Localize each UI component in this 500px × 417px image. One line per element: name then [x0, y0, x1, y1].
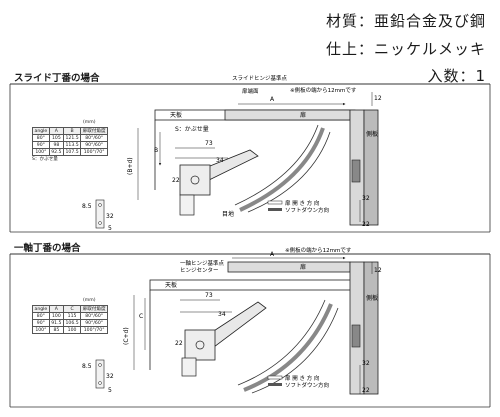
- legend-softdown-1: ソフトダウン方向: [285, 206, 329, 214]
- table1-cell: 92.5: [48, 148, 64, 156]
- hinge-base-2: [184, 329, 216, 361]
- top-board-label-1: 天板: [170, 111, 182, 119]
- swing-arc-2: [237, 299, 326, 386]
- table1: angle A B 扉取付角度 80° 105 121.5 80°/60° 90…: [32, 127, 109, 156]
- door-end-label-1: 扉端面: [242, 87, 259, 95]
- dim-73-label-2: 73: [205, 292, 213, 299]
- dim-22-label-1: 22: [172, 177, 180, 184]
- dim-cd-label-2: (C+d): [123, 327, 130, 345]
- legend-softdown-2: ソフトダウン方向: [285, 381, 329, 389]
- door-panel-2: [227, 261, 351, 273]
- table2-unit: (mm): [83, 298, 96, 303]
- table2-header-row: angle A C 扉取付角度: [32, 305, 109, 313]
- dim-73-label-1: 73: [205, 140, 213, 147]
- dim-32-label-2: 32: [362, 360, 370, 367]
- dim-12-label-2: 12: [374, 267, 382, 274]
- dim-5-label-1: 5: [108, 225, 112, 232]
- dim-32c-label-1: 32: [106, 213, 114, 220]
- dim-8-5-label-2: 8.5: [82, 363, 92, 370]
- mejiri-label-1: 目地: [222, 210, 234, 218]
- dim-a-label-1: A: [270, 96, 275, 103]
- table2-cell: 100: [62, 326, 82, 334]
- spec-quantity: 入数：1: [427, 67, 486, 85]
- side-board-label-1: 側板: [366, 130, 378, 138]
- swing-arc-1: [234, 124, 319, 206]
- door-label-2: 扉: [300, 263, 306, 271]
- pivot-label-2a: 一軸ヒンジ基準点: [180, 259, 225, 267]
- dim-8-5-label-1: 8.5: [82, 203, 92, 210]
- table2-cell: 85: [48, 326, 64, 334]
- dim-5-label-2: 5: [108, 387, 112, 394]
- side-panel-1: [363, 109, 379, 226]
- soft-down-arc-2: [243, 303, 333, 392]
- side-board-label-2: 側板: [366, 294, 378, 302]
- dim-32c-label-2: 32: [106, 373, 114, 380]
- s-label-1: S：かぶせ量: [175, 126, 209, 133]
- dim-22b-label-2: 22: [362, 387, 370, 394]
- section2-frame: [9, 253, 491, 408]
- dim-a-label-2: A: [270, 251, 275, 258]
- table1-row: 100° 92.5 107.5 100°/70°: [32, 148, 109, 156]
- legend-open-1: 扉 開 き 方 向: [285, 199, 320, 207]
- dim-12-label-1: 12: [374, 95, 382, 102]
- note12-label-1: ※側板の端から12mmです: [290, 86, 357, 94]
- legend-open-2: 扉 開 き 方 向: [285, 374, 320, 382]
- dim-bd-label-1: (B+d): [127, 157, 134, 175]
- spec-finish: 仕上：ニッケルメッキ: [325, 40, 486, 58]
- door-label-1: 扉: [300, 111, 306, 119]
- door-panel-1: [224, 109, 351, 121]
- table1-header-row: angle A B 扉取付角度: [32, 127, 109, 135]
- dim-34-label-2: 34: [218, 311, 226, 318]
- table2-row: 100° 85 100 100°/70°: [32, 326, 109, 334]
- table2: angle A C 扉取付角度 80° 100 115 80°/60° 90° …: [32, 305, 109, 334]
- pivot-label-1: スライドヒンジ基準点: [232, 74, 288, 82]
- spec-material: 材質：亜鉛合金及び鋼: [325, 12, 486, 30]
- section1-title: スライド丁番の場合: [14, 73, 100, 84]
- note12-label-2: ※側板の端から12mmです: [285, 246, 352, 254]
- table1-cell: 100°/70°: [80, 148, 109, 156]
- table2-cell: 100°/70°: [80, 326, 109, 334]
- dim-b-label-1: B: [154, 147, 158, 154]
- side-panel-2: [363, 261, 379, 395]
- pivot-label-2b: ヒンジセンター: [180, 266, 219, 274]
- top-board-2: [149, 279, 366, 291]
- dim-c-label-2: C: [139, 313, 143, 320]
- soft-down-arc-1: [239, 127, 325, 212]
- dim-22-label-2: 22: [175, 340, 183, 347]
- table1-cell: 107.5: [62, 148, 82, 156]
- dim-22b-label-1: 22: [362, 221, 370, 228]
- hinge-base-1: [179, 164, 211, 196]
- table1-unit: (mm): [83, 120, 96, 125]
- section2-title: 一軸丁番の場合: [14, 243, 81, 254]
- dim-34-label-1: 34: [216, 157, 224, 164]
- section2-drawing: [95, 256, 379, 395]
- section1-drawing: [95, 92, 379, 229]
- section1-frame: [9, 83, 491, 233]
- top-board-label-2: 天板: [165, 281, 177, 289]
- table1-note: S：かぶせ量: [32, 157, 58, 162]
- dim-32-label-1: 32: [362, 195, 370, 202]
